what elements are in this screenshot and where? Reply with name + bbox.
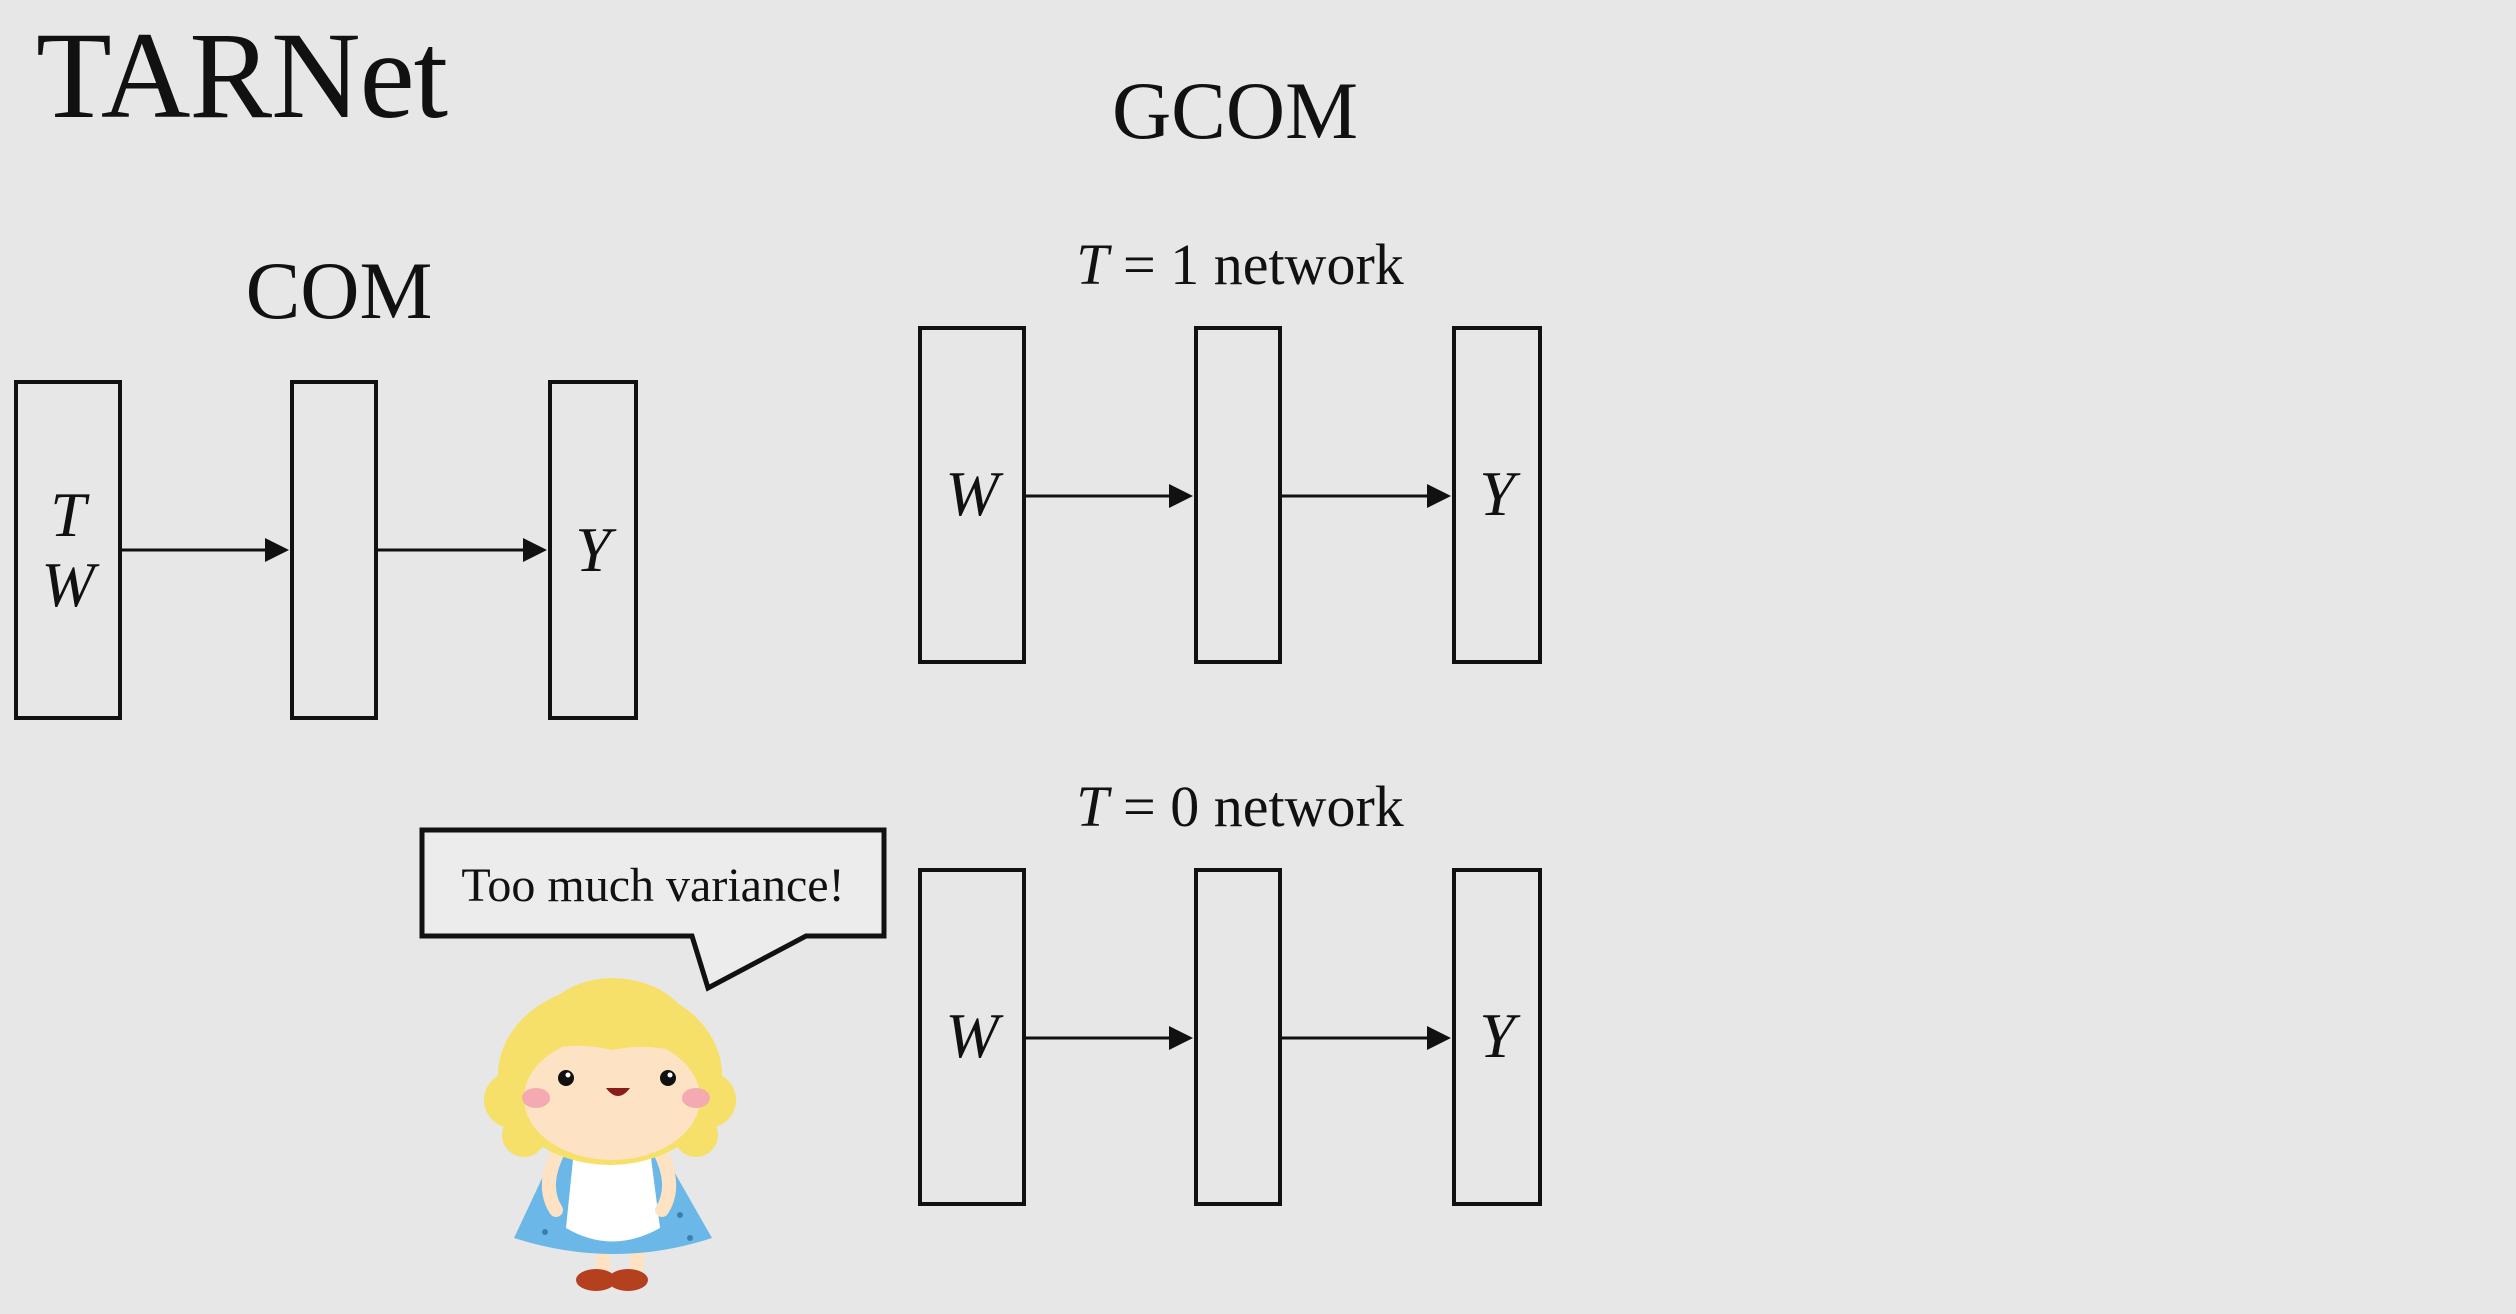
- t1-label-text: = 1 network: [1122, 232, 1404, 297]
- t0-input-layer: [918, 868, 1026, 1206]
- t1-output-var-y: Y: [1479, 458, 1515, 529]
- com-heading: COM: [245, 245, 433, 336]
- t1-network-label: T = 1 network: [1040, 236, 1440, 294]
- t1-input-layer: [918, 326, 1026, 664]
- speech-bubble: [419, 827, 887, 992]
- t0-input-var-w: W: [945, 1000, 999, 1071]
- t0-network-label: T = 0 network: [1040, 778, 1440, 836]
- com-output-layer: [548, 380, 638, 720]
- t0-output-layer: [1452, 868, 1542, 1206]
- gcom-heading: GCOM: [1111, 65, 1359, 156]
- speech-bubble-text: Too much variance!: [461, 859, 845, 912]
- girl-character-illustration: [484, 978, 736, 1291]
- t0-output-var-y: Y: [1479, 1000, 1515, 1071]
- t1-label-var: T: [1076, 232, 1109, 297]
- com-input-var-t: T: [50, 479, 86, 550]
- com-input-layer: [14, 380, 122, 720]
- t1-output-layer: [1452, 326, 1542, 664]
- com-input-var-w: W: [41, 549, 95, 620]
- t0-label-text: = 0 network: [1122, 774, 1404, 839]
- t0-label-var: T: [1076, 774, 1109, 839]
- com-output-var-y: Y: [575, 514, 611, 585]
- slide-title: TARNet: [36, 7, 448, 144]
- t1-hidden-layer: [1194, 326, 1282, 664]
- t0-hidden-layer: [1194, 868, 1282, 1206]
- t1-input-var-w: W: [945, 458, 999, 529]
- com-hidden-layer: [290, 380, 378, 720]
